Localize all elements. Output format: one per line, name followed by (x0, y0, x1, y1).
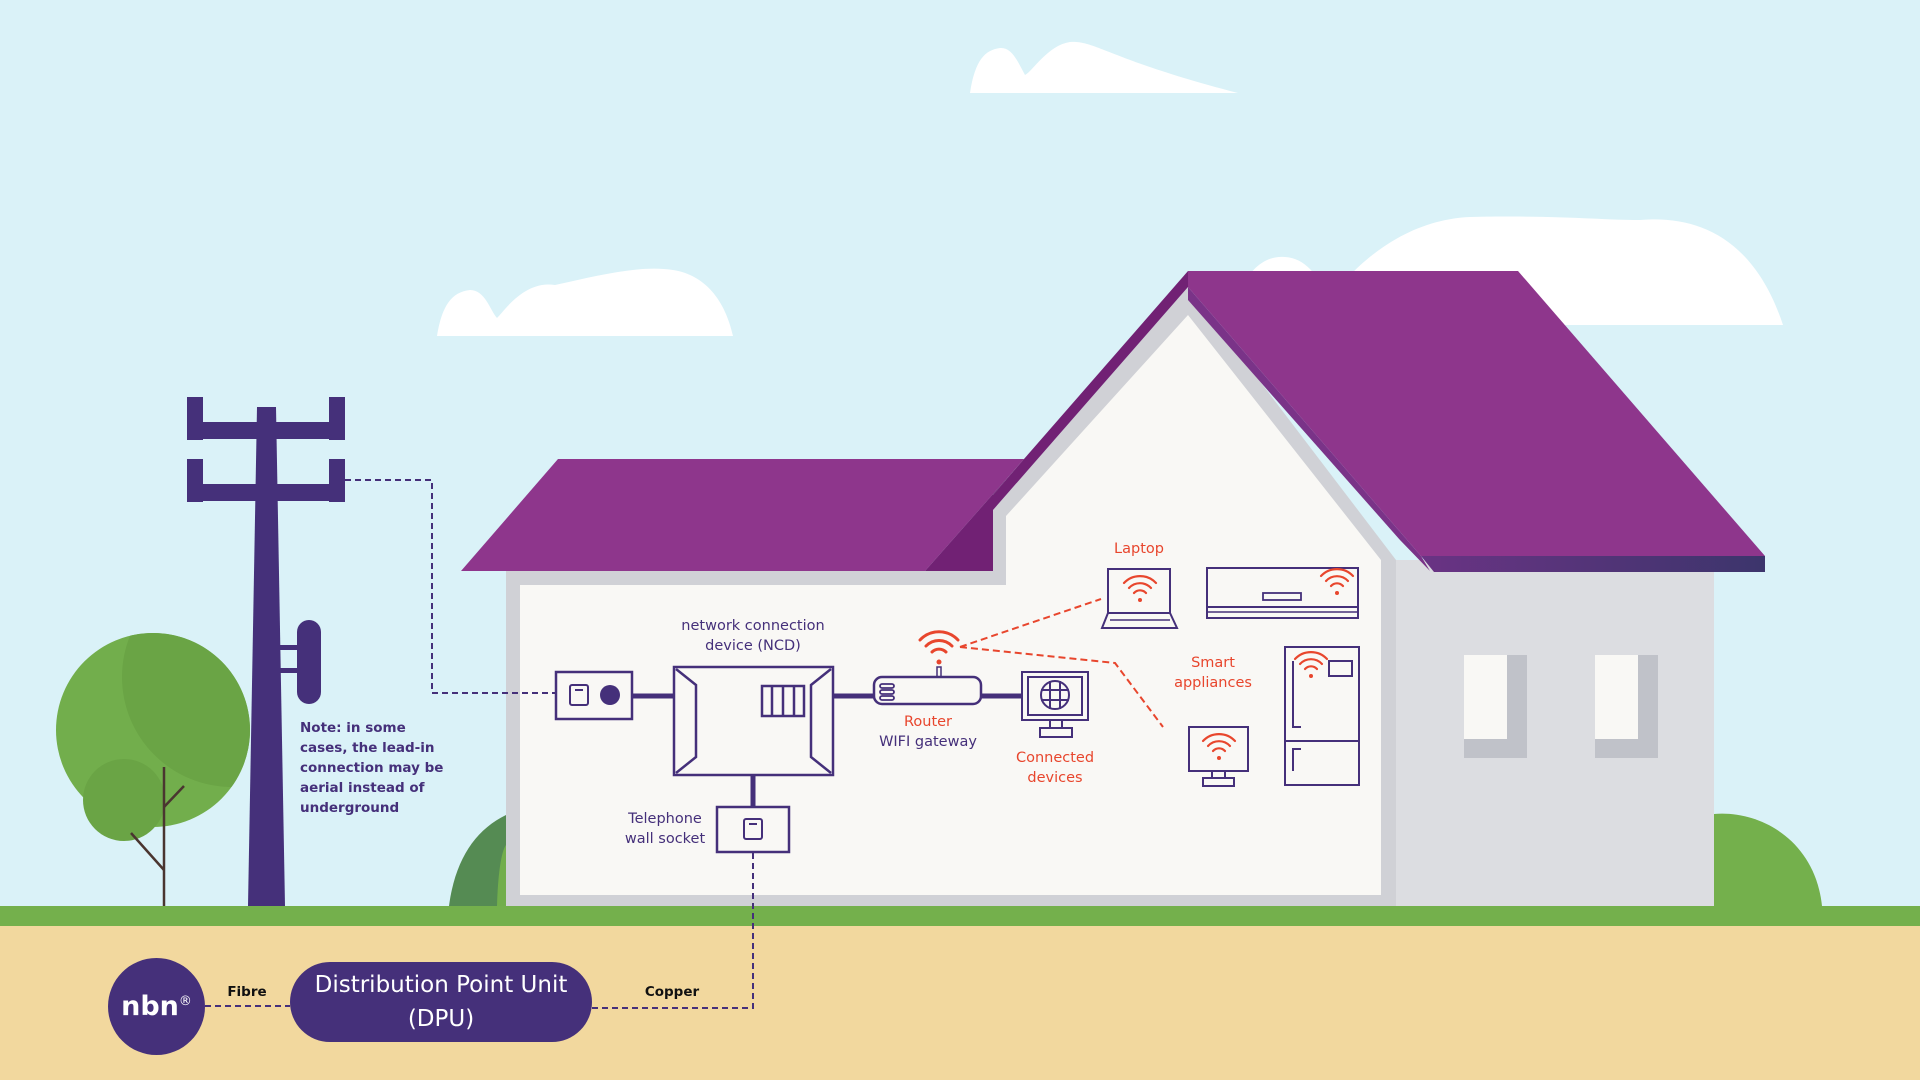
tv-icon (1188, 726, 1249, 787)
laptop-label: Laptop (1114, 541, 1164, 557)
connected-devices-line1: Connected (1015, 750, 1095, 766)
telephone-socket-label: Telephone wall socket (625, 809, 705, 849)
router-label-line2: WIFI gateway (879, 734, 977, 750)
telegraph-pole-icon (187, 397, 345, 906)
wifi-icon (918, 630, 960, 665)
telephone-socket-line2: wall socket (624, 831, 706, 847)
dpu-node: Distribution Point Unit (DPU) (290, 962, 592, 1042)
window-icon (1464, 655, 1658, 758)
nbn-registered-mark: ® (178, 994, 192, 1009)
nbn-logo: nbn® (108, 958, 205, 1055)
dpu-label-line2: (DPU) (407, 1006, 475, 1032)
laptop-icon (1100, 568, 1179, 629)
cloud-icon (970, 41, 1238, 93)
lead-in-note: Note: in some cases, the lead-in connect… (300, 720, 444, 816)
grass-strip (0, 906, 1920, 926)
fibre-label: Fibre (227, 984, 267, 1000)
connected-devices-label: Connected devices (1016, 748, 1094, 788)
bush-icon (449, 813, 1822, 906)
router-label-line1: Router (903, 714, 953, 730)
wireless-link-laptop (959, 598, 1102, 648)
wall-socket-icon (715, 805, 791, 854)
connected-devices-line2: devices (1027, 770, 1083, 786)
wireless-link-appliances (959, 646, 1164, 728)
tree-icon (56, 633, 250, 906)
copper-line (592, 852, 754, 1009)
router-icon (872, 666, 983, 706)
smart-appliances-line1: Smart (1191, 655, 1235, 671)
monitor-icon (1021, 671, 1089, 738)
ncd-label-line1: network connection (681, 618, 825, 634)
cloud-icon (437, 268, 733, 336)
ground-soil (0, 926, 1920, 1080)
lead-in-aerial-line (345, 479, 555, 694)
fridge-icon (1284, 646, 1360, 786)
ncd-label: network connection device (NCD) (681, 616, 824, 656)
house-icon (461, 271, 1765, 907)
copper-label: Copper (644, 984, 700, 1000)
nbn-logo-text: nbn (121, 991, 179, 1022)
router-label: Router WIFI gateway (879, 712, 977, 752)
ncd-label-line2: device (NCD) (705, 638, 801, 654)
telephone-socket-line1: Telephone (628, 811, 702, 827)
air-conditioner-icon (1206, 567, 1359, 619)
smart-appliances-line2: appliances (1174, 675, 1252, 691)
smart-appliances-label: Smart appliances (1174, 653, 1252, 693)
dpu-label-line1: Distribution Point Unit (314, 972, 568, 998)
